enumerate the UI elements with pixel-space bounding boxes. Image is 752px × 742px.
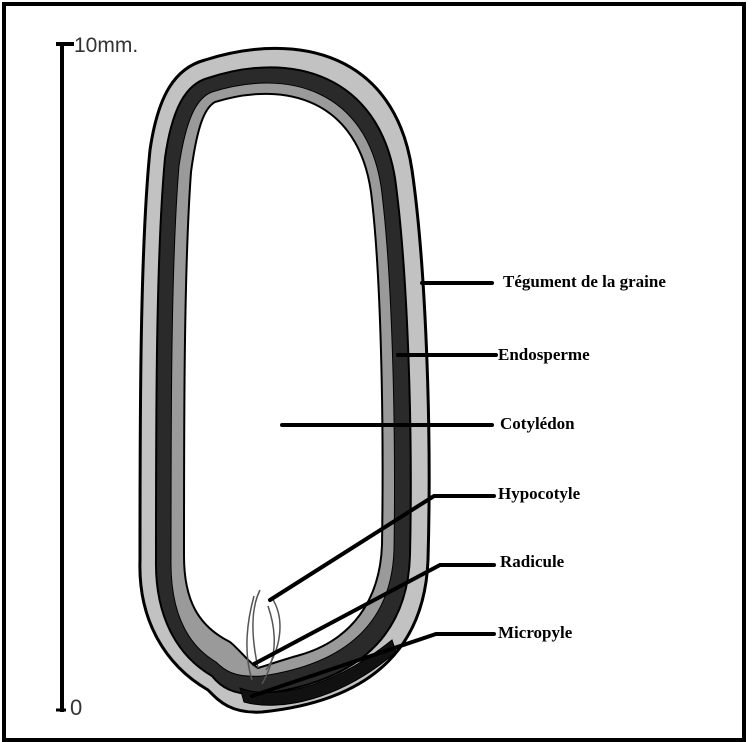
label-radicule: Radicule [500, 552, 564, 572]
label-endosperme: Endosperme [498, 345, 590, 365]
label-cotyledon: Cotylédon [500, 414, 575, 434]
scale-bottom-label: 0 [70, 695, 82, 721]
label-tegument: Tégument de la graine [503, 272, 666, 292]
scale-bar [56, 42, 74, 712]
label-hypocotyle: Hypocotyle [498, 484, 580, 504]
cotyledon-body [184, 94, 383, 668]
scale-top-label: 10mm. [74, 34, 138, 58]
label-micropyle: Micropyle [498, 623, 572, 643]
